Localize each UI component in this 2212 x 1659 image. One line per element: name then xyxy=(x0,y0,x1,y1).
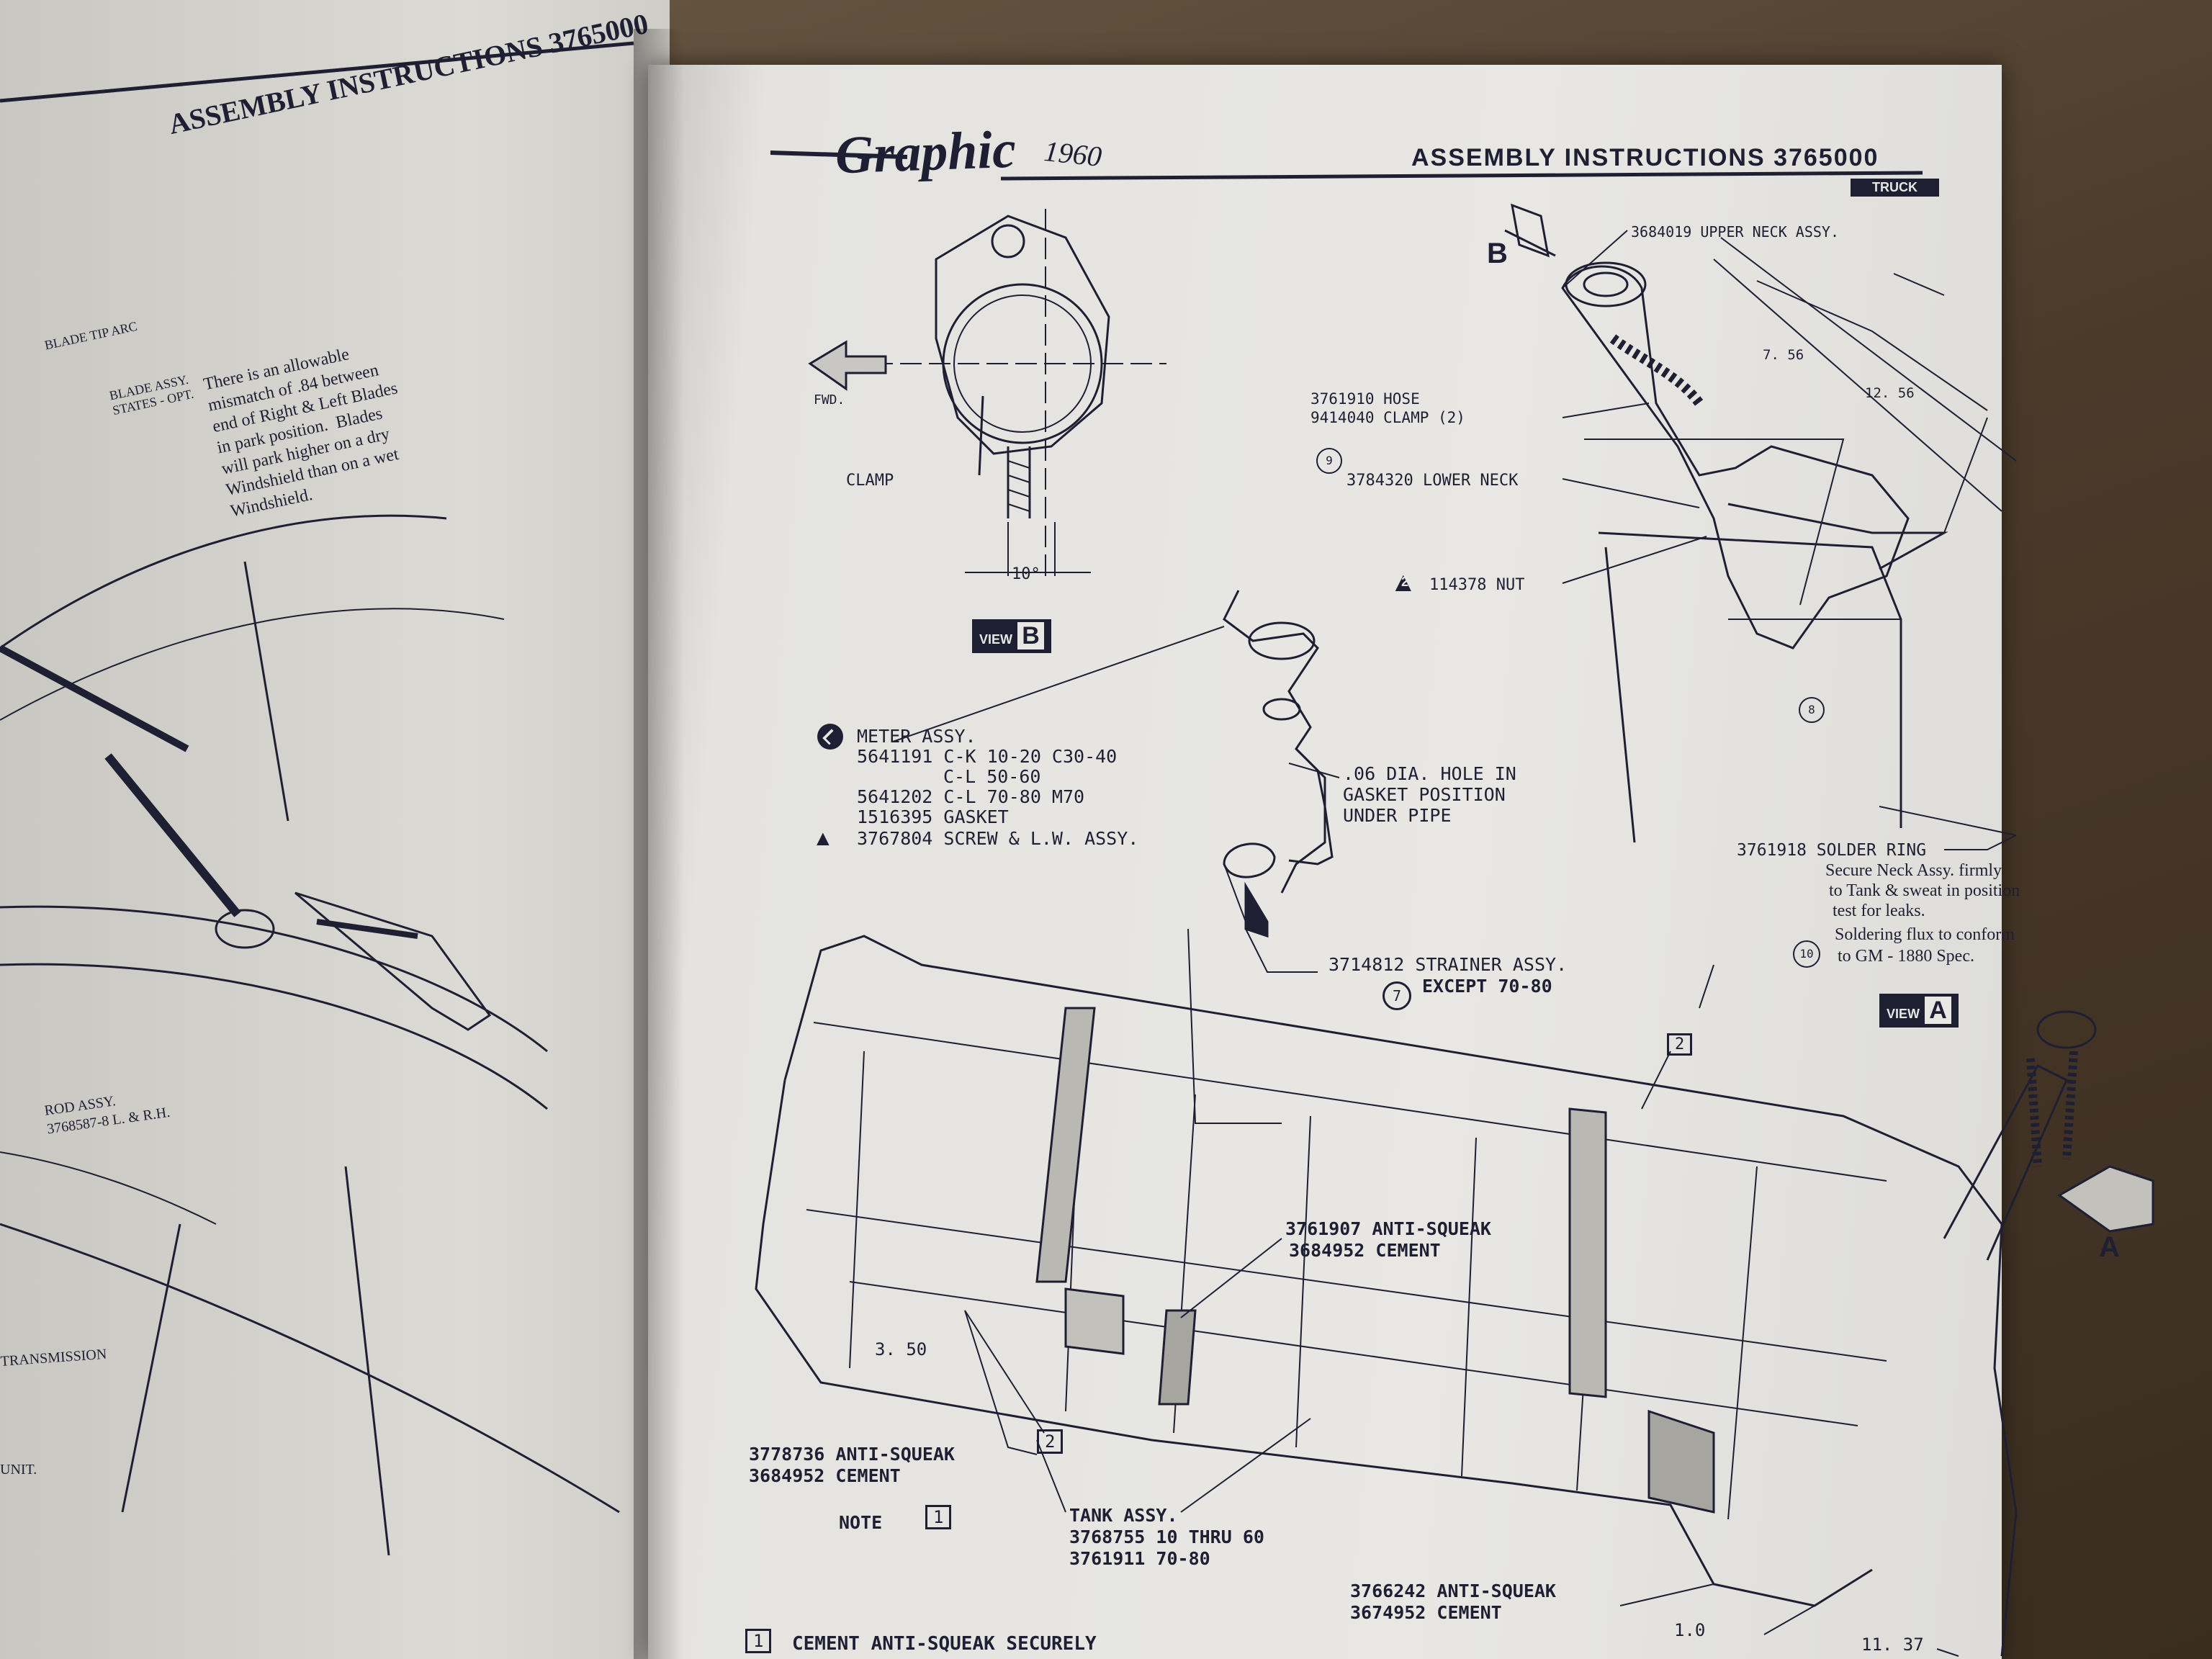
clamp-label: CLAMP xyxy=(846,472,894,490)
tank-assy-line-2: 3761911 70-80 xyxy=(1069,1548,1210,1569)
box-2-bottom: 2 xyxy=(1037,1429,1064,1454)
page-title: ASSEMBLY INSTRUCTIONS 3765000 xyxy=(1411,144,1879,171)
graphic-logo: Graphic xyxy=(834,120,1017,186)
header-badge: TRUCK xyxy=(1851,179,1939,197)
solder-line-4: Soldering flux to conform xyxy=(1835,925,2015,944)
meter-line-5: 3767804 SCREW & L.W. ASSY. xyxy=(857,828,1139,849)
dim-350: 3. 50 xyxy=(875,1339,927,1359)
solder-line-5: to GM - 1880 Spec. xyxy=(1838,947,1974,966)
clamp-part-label: 9414040 CLAMP (2) xyxy=(1310,409,1465,426)
solder-ring-title: 3761918 SOLDER RING xyxy=(1737,841,1927,860)
lower-neck-label: 3784320 LOWER NECK xyxy=(1346,472,1519,490)
meter-line-2: C-L 50-60 xyxy=(943,766,1041,787)
triangle-2-icon: ▲ xyxy=(1390,567,1417,598)
triangle-2-number: 2 xyxy=(1401,575,1409,589)
meter-title: METER ASSY. xyxy=(857,726,976,747)
left-page xyxy=(0,0,670,1659)
book-gutter-shadow xyxy=(634,29,684,1659)
meter-line-3: 5641202 C-L 70-80 M70 xyxy=(857,786,1085,807)
tank-assy-title: TANK ASSY. xyxy=(1069,1505,1178,1526)
right-page xyxy=(648,65,2002,1659)
cement-3: 3674952 CEMENT xyxy=(1350,1602,1502,1623)
view-a-word: VIEW xyxy=(1887,1007,1920,1021)
nut-label: 114378 NUT xyxy=(1429,576,1525,594)
warning-triangle-icon: ▲ xyxy=(812,827,834,850)
circle-8: 8 xyxy=(1799,697,1825,723)
dim-756: 7. 56 xyxy=(1763,347,1804,363)
handwritten-year: 1960 xyxy=(1042,134,1104,174)
dim-1137: 11. 37 xyxy=(1861,1635,1924,1655)
strainer-circle-number: 7 xyxy=(1382,981,1411,1010)
meter-line-4: 1516395 GASKET xyxy=(857,806,1009,827)
anti-squeak-2: 3778736 ANTI-SQUEAK xyxy=(749,1444,955,1465)
upper-neck-label: 3684019 UPPER NECK ASSY. xyxy=(1631,223,1839,240)
box-2-top: 2 xyxy=(1667,1033,1693,1056)
note-box: 1 xyxy=(925,1505,952,1529)
strainer-label: 3714812 STRAINER ASSY. xyxy=(1328,954,1568,975)
angle-label: 10° xyxy=(1012,565,1040,583)
view-a-tag: VIEW A xyxy=(1879,994,1959,1028)
footer-note: CEMENT ANTI-SQUEAK SECURELY xyxy=(792,1633,1097,1655)
view-b-word: VIEW xyxy=(979,632,1013,647)
footer-note-box: 1 xyxy=(745,1629,772,1653)
dim-1256: 12. 56 xyxy=(1865,385,1915,401)
left-unit-label: UNIT. xyxy=(0,1462,37,1478)
meter-line-1: 5641191 C-K 10-20 C30-40 xyxy=(857,746,1118,767)
view-b-tag: VIEW B xyxy=(972,619,1051,653)
view-a-letter: A xyxy=(1925,997,1951,1024)
cement-2: 3684952 CEMENT xyxy=(749,1465,901,1486)
hose-label: 3761910 HOSE xyxy=(1310,390,1420,408)
dim-10: 1.0 xyxy=(1674,1620,1706,1640)
hole-note: .06 DIA. HOLE IN GASKET POSITION UNDER P… xyxy=(1343,763,1516,826)
solder-line-2: to Tank & sweat in position xyxy=(1829,881,2020,900)
solder-line-3: test for leaks. xyxy=(1833,902,1925,920)
cement-1: 3684952 CEMENT xyxy=(1289,1240,1441,1261)
note-label: NOTE xyxy=(839,1512,883,1533)
view-b-letter: B xyxy=(1017,622,1044,649)
tank-assy-line-1: 3768755 10 THRU 60 xyxy=(1069,1527,1264,1547)
strainer-except: EXCEPT 70-80 xyxy=(1422,976,1552,997)
circle-9: 9 xyxy=(1316,448,1342,474)
anti-squeak-3: 3766242 ANTI-SQUEAK xyxy=(1350,1581,1556,1601)
fwd-label: FWD. xyxy=(814,392,845,408)
a-arrow-letter: A xyxy=(2099,1231,2120,1263)
circle-10: 10 xyxy=(1793,940,1820,968)
solder-line-1: Secure Neck Assy. firmly xyxy=(1825,861,2002,880)
b-arrow-letter: B xyxy=(1487,238,1508,269)
anti-squeak-1: 3761907 ANTI-SQUEAK xyxy=(1285,1218,1491,1239)
